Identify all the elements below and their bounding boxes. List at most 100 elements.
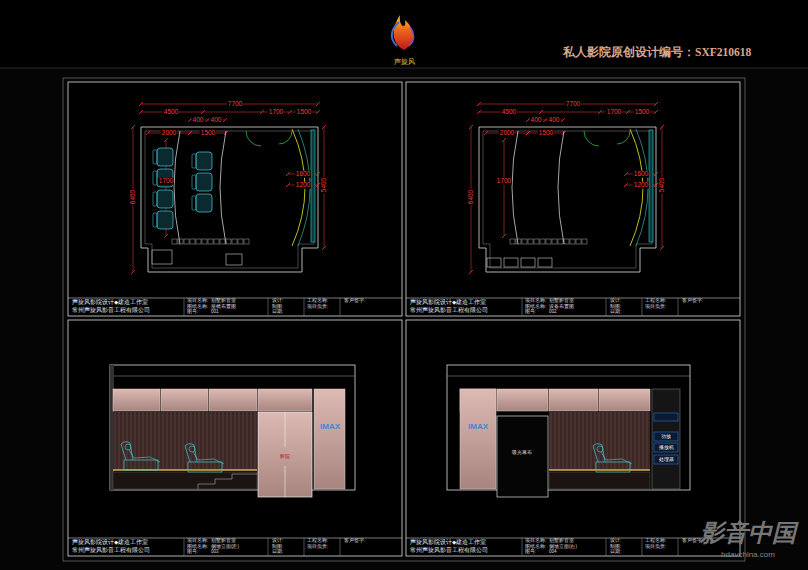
- label: 设计:: [609, 299, 622, 304]
- label: 400: [530, 117, 543, 124]
- equipment-rack: [652, 389, 680, 489]
- slat: [591, 412, 592, 470]
- dimension-tick: [164, 138, 168, 142]
- equipment-grille: [558, 239, 563, 244]
- person-body: [601, 452, 632, 464]
- slat: [119, 412, 120, 470]
- label: 座椅布置图: [210, 304, 237, 309]
- slat: [647, 412, 648, 470]
- label: 2000: [499, 130, 515, 137]
- title-block-divider: [184, 538, 185, 556]
- label: 客户签字:: [681, 299, 704, 304]
- slat: [599, 412, 600, 470]
- slat: [639, 412, 640, 470]
- slat: [635, 412, 636, 470]
- slat: [147, 412, 148, 470]
- slat: [131, 412, 132, 470]
- label: 项目名称:: [186, 299, 209, 304]
- dimension-tick: [288, 110, 292, 114]
- wall-panel: [460, 389, 496, 489]
- dimension-tick: [131, 270, 135, 274]
- dimension-tick: [131, 125, 135, 129]
- label: 5400: [659, 177, 666, 193]
- label: 侧墙立面(右): [548, 544, 578, 549]
- flame-swoosh: [392, 22, 399, 46]
- wall-panel: [161, 389, 208, 411]
- recliner: [185, 444, 224, 472]
- equipment-grille: [244, 239, 249, 244]
- slat: [643, 412, 644, 470]
- dimension-tick: [469, 125, 473, 129]
- label: 1500: [538, 130, 554, 137]
- door-swing: [279, 131, 292, 144]
- door: [258, 412, 312, 497]
- label: 项目名称:: [524, 539, 547, 544]
- riser-edge: [174, 131, 180, 244]
- recliner-seat: [596, 462, 630, 472]
- dimension-tick: [316, 183, 320, 187]
- slat: [559, 412, 560, 470]
- slat: [243, 412, 244, 470]
- slat: [615, 412, 616, 470]
- label: 图号:: [186, 550, 199, 555]
- equipment-cabinet: [152, 250, 172, 264]
- title-block-divider: [678, 538, 679, 556]
- drawing-sheet: [406, 82, 740, 316]
- screen-wall: [311, 130, 315, 242]
- label: 400: [192, 117, 205, 124]
- recliner-back: [121, 442, 133, 460]
- dimension-tick: [188, 131, 192, 135]
- equipment-grille: [202, 239, 207, 244]
- dimension-tick: [624, 183, 628, 187]
- equipment-grille: [552, 239, 557, 244]
- dimension-tick: [286, 183, 290, 187]
- dimension-tick: [477, 102, 481, 106]
- title-block-divider: [184, 298, 185, 316]
- slat: [571, 412, 572, 470]
- recliner: [121, 442, 160, 470]
- label: 声旋风影院设计◆建造工作室: [71, 300, 149, 306]
- label: 6400: [468, 189, 475, 205]
- riser-edge: [220, 131, 226, 244]
- slat: [247, 412, 248, 470]
- label: 1500: [200, 130, 216, 137]
- door-swing: [246, 131, 261, 146]
- dimension-tick: [139, 110, 143, 114]
- ceiling-line: [110, 376, 355, 377]
- equipment-grille: [178, 239, 183, 244]
- slat: [623, 412, 624, 470]
- room-wall-inner: [145, 131, 314, 268]
- seat-back: [153, 192, 157, 206]
- drawing-sheet: [68, 320, 402, 556]
- label: 项目名称:: [186, 539, 209, 544]
- seat: [157, 148, 173, 166]
- dimension-tick: [626, 110, 630, 114]
- led-strip: [549, 469, 650, 471]
- label: 制图:: [271, 304, 284, 309]
- dimension-tick: [260, 110, 264, 114]
- door-swing: [617, 131, 630, 144]
- equipment-grille: [582, 239, 587, 244]
- person-body: [129, 450, 160, 462]
- slat: [207, 412, 208, 470]
- equipment-box: [538, 258, 552, 267]
- equipment-grille: [214, 239, 219, 244]
- slat: [239, 412, 240, 470]
- label: 图纸名称:: [186, 304, 209, 309]
- title-block-divider: [268, 298, 269, 316]
- slat: [579, 412, 580, 470]
- label: IMAX: [319, 423, 341, 431]
- slat: [255, 412, 256, 470]
- dimension-tick: [502, 234, 506, 238]
- dimension-tick: [164, 234, 168, 238]
- label: 制图:: [609, 304, 622, 309]
- slat: [603, 412, 604, 470]
- label: 常州声旋风影音工程有限公司: [409, 308, 489, 314]
- label: 功放: [660, 434, 672, 439]
- dimension-tick: [484, 131, 488, 135]
- slat: [555, 412, 556, 470]
- label: 声旋风影院设计◆建造工作室: [409, 300, 487, 306]
- slat-panel: [549, 412, 650, 470]
- dimension-tick: [598, 110, 602, 114]
